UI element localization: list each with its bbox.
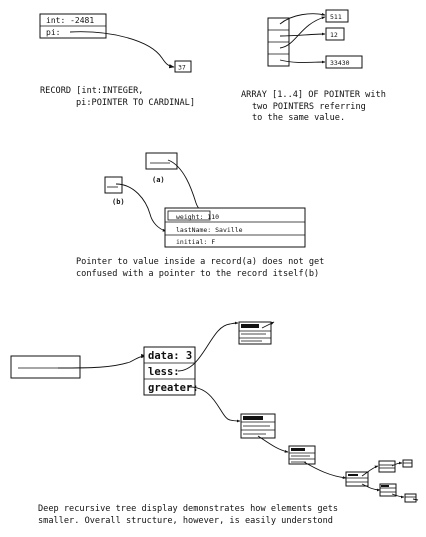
tree-field-less: less: [148,366,180,378]
array-value-box-3 [325,55,363,69]
array-caption-line3: to the same value. [252,113,345,123]
inner-pointer-caption-line1: Pointer to value inside a record(a) does… [76,257,324,267]
record-field-weight: weight: 110 [176,213,219,221]
tree-level4-lower [379,483,405,499]
record-field-pi: pi: [46,28,60,37]
label-a: (a) [152,176,165,184]
pointer-box-b [104,176,123,194]
array-pointer-2 [279,32,326,37]
pointer-arrow-b [115,183,167,232]
pointer-target-value: 37 [178,64,186,72]
tree-example: data: 3 less: greater: [10,321,419,526]
inner-pointer-example: (a) (b) weight: 110 lastName: Saville in… [76,152,324,279]
pointer-box-a [145,152,178,170]
record-field-int: int: -2481 [46,16,94,25]
label-b: (b) [112,198,125,206]
tree-child-less [238,321,275,345]
array-caption-line2: two POINTERS referring [252,102,366,112]
tree-level4-upper [378,460,403,473]
record-caption-line2: pi:POINTER TO CARDINAL] [76,98,195,108]
array-pointer-1 [279,12,326,25]
inner-field-highlight [167,210,211,221]
record-field-initial: initial: F [176,238,215,246]
record-outer-box [164,207,306,248]
array-value-3: 33430 [330,59,350,67]
tree-node-box [143,346,196,396]
array-example: 511 12 33430 ARRAY [1..4] OF POINTER wit… [241,9,386,123]
tree-caption-line2: smaller. Overall structure, however, is … [38,516,333,526]
tree-grandchild [288,445,347,480]
tree-caption-line1: Deep recursive tree display demonstrates… [38,504,338,514]
root-pointer-arrow [57,353,147,369]
inner-pointer-caption-line2: confused with a pointer to the record it… [76,269,319,279]
array-value-box-2 [325,27,345,41]
array-value-1: 511 [330,13,342,21]
array-caption-line1: ARRAY [1..4] OF POINTER with [241,90,386,100]
tree-level5 [402,459,419,503]
record-caption-line1: RECORD [int:INTEGER, [40,86,143,96]
record-example: int: -2481 pi: 37 RECORD [int:INTEGER, p… [39,13,195,108]
array-pointer-4 [279,59,326,64]
greater-pointer-arrow [187,386,241,423]
tree-field-data: data: 3 [148,350,192,362]
array-value-box-1 [325,9,349,23]
record-field-lastname: lastName: Saville [176,226,243,234]
tree-field-greater: greater: [148,382,199,394]
pointer-target-box [174,60,192,73]
record-pointer-arrow [69,31,175,69]
less-pointer-arrow [177,321,239,372]
array-value-2: 12 [330,31,338,39]
root-pointer-box [10,355,81,379]
tree-child-greater [240,413,289,453]
array-pointer-3 [279,16,326,49]
tree-great-grandchild [345,465,381,492]
